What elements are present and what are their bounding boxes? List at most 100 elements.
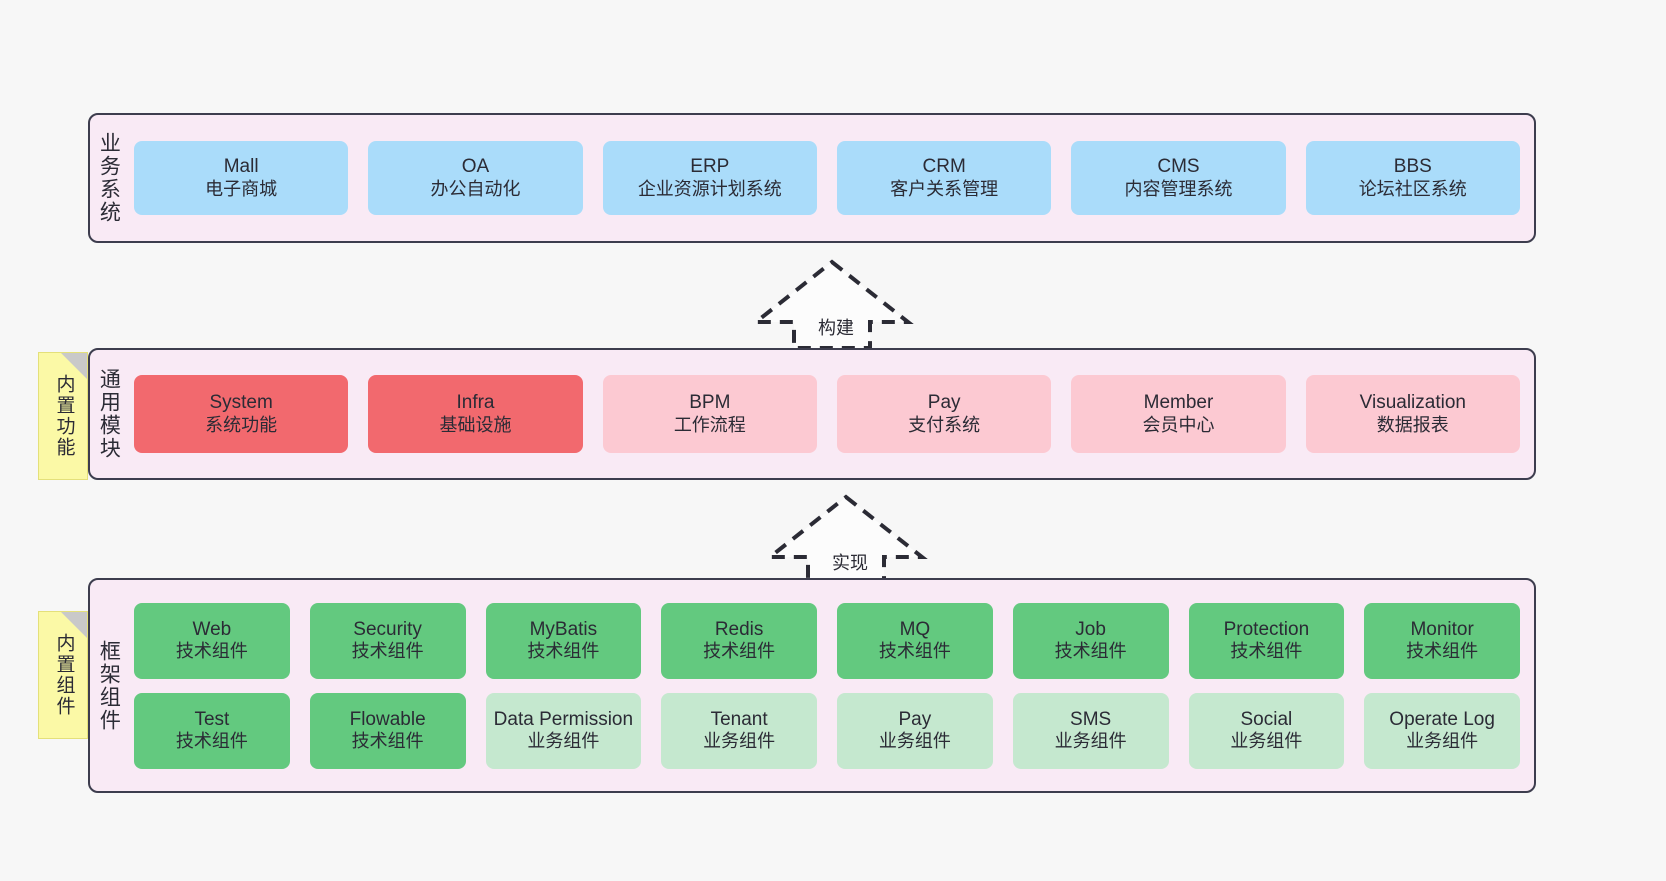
layer-modules-title: 通用模块 <box>97 368 121 460</box>
node-pay-component-cn: 业务组件 <box>878 731 951 752</box>
node-bpm[interactable]: BPM 工作流程 <box>602 375 817 453</box>
layer-modules-body: System 系统功能 Infra 基础设施 BPM 工作流程 Pay 支付系统… <box>126 350 1534 478</box>
node-visualization-cn: 数据报表 <box>1376 414 1449 435</box>
node-job-cn: 技术组件 <box>1054 641 1127 662</box>
node-cms-cn: 内容管理系统 <box>1124 178 1233 199</box>
node-flowable-cn: 技术组件 <box>351 731 424 752</box>
node-infra[interactable]: Infra 基础设施 <box>368 375 583 453</box>
node-data-permission[interactable]: Data Permission 业务组件 <box>485 692 642 769</box>
layer-common-modules: 通用模块 System 系统功能 Infra 基础设施 BPM 工作流程 Pay… <box>88 348 1536 480</box>
node-monitor-cn: 技术组件 <box>1406 641 1479 662</box>
node-social-en: Social <box>1240 708 1293 730</box>
node-protection-en: Protection <box>1223 618 1310 640</box>
connector-build-label: 构建 <box>818 318 854 338</box>
node-mq-cn: 技术组件 <box>878 641 951 662</box>
node-pay-module-en: Pay <box>927 392 961 414</box>
node-oa-en: OA <box>461 156 490 178</box>
connector-implement: 实现 <box>764 493 928 585</box>
node-oa[interactable]: OA 办公自动化 <box>368 141 583 215</box>
layer-framework-row-tech: Web 技术组件 Security 技术组件 MyBatis 技术组件 Redi… <box>134 602 1520 679</box>
node-member[interactable]: Member 会员中心 <box>1071 375 1286 453</box>
connector-implement-label: 实现 <box>832 553 868 573</box>
node-redis-cn: 技术组件 <box>703 641 776 662</box>
node-visualization[interactable]: Visualization 数据报表 <box>1305 375 1520 453</box>
node-mq-en: MQ <box>899 618 931 640</box>
node-pay-module[interactable]: Pay 支付系统 <box>836 375 1052 453</box>
layer-business-systems: 业务系统 Mall 电子商城 OA 办公自动化 ERP 企业资源计划系统 CRM… <box>88 113 1536 243</box>
node-protection[interactable]: Protection 技术组件 <box>1188 602 1345 679</box>
layer-business-body: Mall 电子商城 OA 办公自动化 ERP 企业资源计划系统 CRM 客户关系… <box>126 115 1534 241</box>
node-bbs[interactable]: BBS 论坛社区系统 <box>1305 141 1520 215</box>
node-crm[interactable]: CRM 客户关系管理 <box>836 141 1052 215</box>
node-system-cn: 系统功能 <box>205 414 278 435</box>
node-test-en: Test <box>194 708 230 730</box>
layer-framework-body: Web 技术组件 Security 技术组件 MyBatis 技术组件 Redi… <box>126 580 1534 791</box>
node-test-cn: 技术组件 <box>175 731 248 752</box>
node-security-cn: 技术组件 <box>351 641 424 662</box>
node-operate-log-en: Operate Log <box>1389 708 1495 730</box>
layer-business-row: Mall 电子商城 OA 办公自动化 ERP 企业资源计划系统 CRM 客户关系… <box>134 141 1520 215</box>
node-pay-module-cn: 支付系统 <box>908 414 981 435</box>
node-infra-cn: 基础设施 <box>439 414 512 435</box>
node-web-cn: 技术组件 <box>175 641 248 662</box>
node-test[interactable]: Test 技术组件 <box>134 692 290 769</box>
layer-framework-components: 框架组件 Web 技术组件 Security 技术组件 MyBatis 技术组件… <box>88 578 1536 793</box>
node-job-en: Job <box>1075 618 1106 640</box>
connector-build: 构建 <box>750 258 914 350</box>
node-protection-cn: 技术组件 <box>1230 641 1303 662</box>
node-pay-component-en: Pay <box>898 708 932 730</box>
note-builtin-component-label: 内置组件 <box>53 633 75 717</box>
node-web[interactable]: Web 技术组件 <box>134 602 290 679</box>
node-mall[interactable]: Mall 电子商城 <box>134 141 349 215</box>
node-mybatis[interactable]: MyBatis 技术组件 <box>485 602 642 679</box>
node-erp[interactable]: ERP 企业资源计划系统 <box>602 141 817 215</box>
node-erp-en: ERP <box>690 156 730 178</box>
layer-framework-title: 框架组件 <box>97 639 121 732</box>
node-operate-log-cn: 业务组件 <box>1406 731 1479 752</box>
node-tenant-cn: 业务组件 <box>703 731 776 752</box>
node-security[interactable]: Security 技术组件 <box>309 602 466 679</box>
node-pay-component[interactable]: Pay 业务组件 <box>837 692 993 769</box>
note-builtin-component: 内置组件 <box>38 611 88 739</box>
node-flowable-en: Flowable <box>349 708 426 730</box>
node-crm-cn: 客户关系管理 <box>890 178 999 199</box>
node-social[interactable]: Social 业务组件 <box>1188 692 1345 769</box>
node-crm-en: CRM <box>922 156 966 178</box>
layer-modules-row: System 系统功能 Infra 基础设施 BPM 工作流程 Pay 支付系统… <box>134 375 1520 453</box>
node-system[interactable]: System 系统功能 <box>134 375 349 453</box>
node-mall-cn: 电子商城 <box>205 178 278 199</box>
node-cms-en: CMS <box>1157 156 1200 178</box>
node-erp-cn: 企业资源计划系统 <box>637 178 782 199</box>
node-data-permission-en: Data Permission <box>493 708 634 730</box>
node-bbs-cn: 论坛社区系统 <box>1358 178 1467 199</box>
node-mq[interactable]: MQ 技术组件 <box>837 602 993 679</box>
node-flowable[interactable]: Flowable 技术组件 <box>309 692 466 769</box>
node-monitor-en: Monitor <box>1410 618 1474 640</box>
node-member-en: Member <box>1143 392 1214 414</box>
node-mybatis-cn: 技术组件 <box>527 641 600 662</box>
node-bpm-en: BPM <box>689 392 731 414</box>
node-member-cn: 会员中心 <box>1142 414 1215 435</box>
node-system-en: System <box>209 392 273 414</box>
layer-framework-row-business: Test 技术组件 Flowable 技术组件 Data Permission … <box>134 692 1520 769</box>
node-monitor[interactable]: Monitor 技术组件 <box>1364 602 1520 679</box>
node-operate-log[interactable]: Operate Log 业务组件 <box>1364 692 1520 769</box>
node-tenant-en: Tenant <box>710 708 768 730</box>
node-infra-en: Infra <box>456 392 495 414</box>
node-bpm-cn: 工作流程 <box>673 414 746 435</box>
node-sms-cn: 业务组件 <box>1054 731 1127 752</box>
note-builtin-function: 内置功能 <box>38 352 88 480</box>
node-redis[interactable]: Redis 技术组件 <box>661 602 817 679</box>
node-sms-en: SMS <box>1070 708 1112 730</box>
node-redis-en: Redis <box>714 618 764 640</box>
node-cms[interactable]: CMS 内容管理系统 <box>1071 141 1286 215</box>
node-tenant[interactable]: Tenant 业务组件 <box>661 692 817 769</box>
note-builtin-function-label: 内置功能 <box>53 374 75 458</box>
node-bbs-en: BBS <box>1393 156 1432 178</box>
node-security-en: Security <box>353 618 422 640</box>
node-visualization-en: Visualization <box>1359 392 1466 414</box>
node-sms[interactable]: SMS 业务组件 <box>1012 692 1169 769</box>
node-mybatis-en: MyBatis <box>529 618 598 640</box>
node-web-en: Web <box>192 618 232 640</box>
node-job[interactable]: Job 技术组件 <box>1012 602 1169 679</box>
